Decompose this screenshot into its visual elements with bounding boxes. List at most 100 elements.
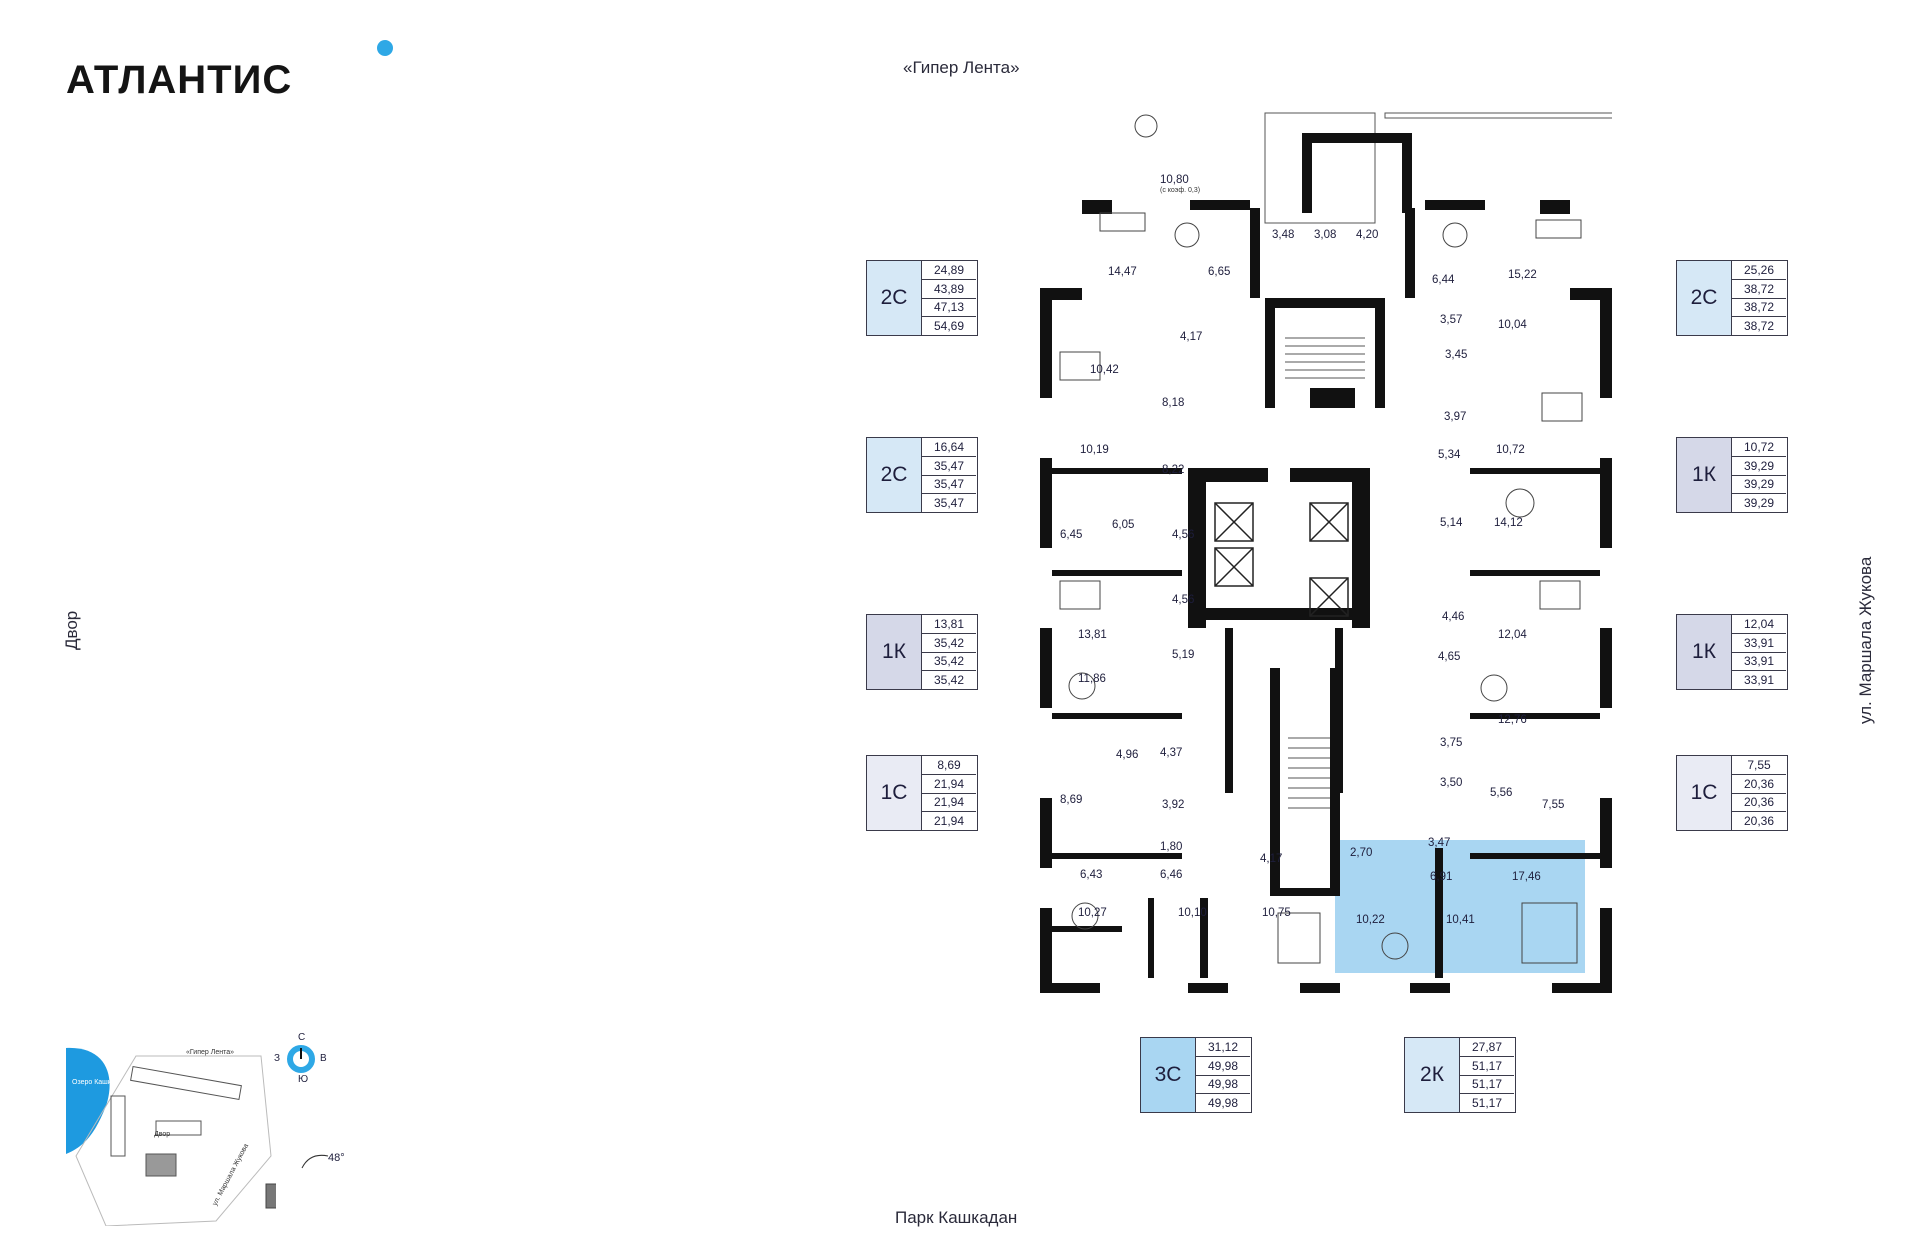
room-area: 7,55 [1542,799,1564,811]
room-area: 6,45 [1060,529,1082,541]
area-value: 8,69 [922,756,976,775]
stairs [1285,337,1365,809]
area-value: 39,29 [1732,476,1786,495]
street-label-right: ул. Маршала Жукова [1856,556,1875,724]
room-area: 6,44 [1432,274,1455,286]
room-area: 3,97 [1444,411,1466,423]
room-area: 4,46 [1442,611,1464,623]
street-label-top: «Гипер Лента» [903,58,1020,77]
area-value: 10,72 [1732,438,1786,457]
room-area: 5,14 [1440,517,1463,529]
area-value: 35,47 [933,496,965,511]
area-value: 47,13 [922,299,976,318]
room-area: 6,91 [1430,871,1452,883]
room-area: 1,80 [1160,841,1182,853]
minimap-street-side: ул. Маршала Жукова [212,1143,251,1207]
site-minimap: Озеро Кашкадан «Гипер Лента» Двор ул. Ма… [66,1047,276,1226]
apartment-type: 1С [867,756,922,830]
room-area: 3,75 [1440,737,1462,749]
street-label-bottom: Парк Кашкадан [895,1208,1018,1227]
room-labels: 10,80 (с коэф. 0,3) 14,47 6,65 3,48 3,08… [1060,174,1564,926]
room-area: 3,57 [1440,314,1462,326]
building-block [130,1065,242,1101]
area-value: 27,87 [1460,1038,1514,1057]
area-value: 7,55 [1732,756,1786,775]
area-value: 38,72 [1732,299,1786,318]
elevators [1214,502,1349,617]
room-area: 10,04 [1498,319,1527,331]
room-area: 10,19 [1080,444,1109,456]
highlighted-apartment[interactable] [1335,840,1585,973]
area-value: 21,94 [922,794,976,813]
room-area: 3,47 [1428,837,1450,849]
room-area: 6,46 [1160,869,1182,881]
room-area: 10,80 [1160,174,1189,186]
room-area: 4,37 [1160,747,1182,759]
room-area: 10,75 [1262,907,1291,919]
area-value: 49,98 [1196,1076,1250,1095]
building-block [155,1120,202,1136]
room-area: 4,56 [1172,594,1194,606]
area-value: 20,36 [1743,814,1775,829]
room-area: 14,12 [1494,517,1523,529]
room-area: 2,70 [1350,847,1372,859]
area-value: 24,89 [922,261,976,280]
room-area: 4,65 [1438,651,1460,663]
building-block [110,1095,126,1157]
compass: С Ю З В [274,1032,406,1096]
room-area: 10,42 [1090,364,1119,376]
room-area: 4,17 [1260,853,1282,865]
area-value: 31,12 [1196,1038,1250,1057]
area-value: 13,81 [922,615,976,634]
area-value: 39,29 [1743,496,1775,511]
apartment-type: 2С [1677,261,1732,335]
area-value: 16,64 [922,438,976,457]
room-area: 6,65 [1208,266,1230,278]
room-area: 3,45 [1445,349,1467,361]
apartment-type: 1К [1677,438,1732,512]
area-value: 20,36 [1732,775,1786,794]
angle-arrow [301,1154,329,1169]
area-value: 33,91 [1732,634,1786,653]
section-badge [265,1183,276,1209]
area-value: 39,29 [1732,457,1786,476]
room-area: 10,22 [1356,914,1385,926]
compass-dial [287,1045,315,1073]
room-area: 3,92 [1162,799,1184,811]
terrace [1264,112,1376,224]
apartment-type: 2С [867,438,922,512]
room-area: 10,10 [1178,907,1207,919]
room-area: 4,56 [1172,529,1194,541]
lake-shape [66,1047,110,1154]
compass-north: С [298,1032,306,1043]
lake-label: Озеро Кашкадан [72,1079,127,1086]
room-area: 10,27 [1078,907,1107,919]
apartment-type: 2К [1405,1038,1460,1112]
apartment-type: 1К [867,615,922,689]
room-area: 3,48 [1272,229,1294,241]
room-area: 10,72 [1496,444,1525,456]
apartment-type: 3С [1141,1038,1196,1112]
area-value: 20,36 [1732,794,1786,813]
minimap-yard-label: Двор [154,1131,170,1138]
compass-east: В [320,1053,327,1064]
compass-west: З [274,1053,281,1064]
minimap-street-top: «Гипер Лента» [186,1049,234,1056]
brand-logo: АТЛАНТИС [66,58,293,102]
room-area: 12,04 [1498,629,1527,641]
room-area: 3,08 [1314,229,1336,241]
area-value: 43,89 [922,280,976,299]
area-value: 49,98 [1196,1057,1250,1076]
room-area: 4,20 [1356,229,1378,241]
apartment-type: 1С [1677,756,1732,830]
